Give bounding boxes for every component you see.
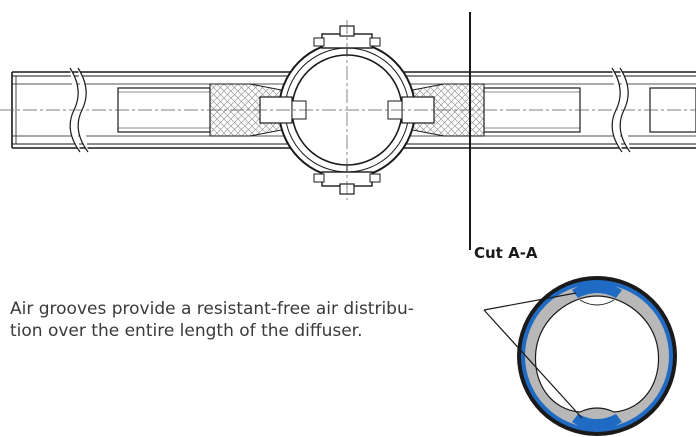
caption-line-1: Air grooves provide a resistant-free air… (10, 299, 414, 319)
air-groove-top (572, 282, 622, 298)
diagram-caption: Air grooves provide a resistant-free air… (10, 298, 490, 342)
air-groove-bottom (572, 414, 622, 430)
cross-section-view (517, 276, 677, 436)
caption-leader-lines (483, 292, 583, 419)
caption-line-2: tion over the entire length of the diffu… (10, 321, 363, 341)
center-lines (0, 20, 696, 200)
section-label: Cut A-A (474, 244, 538, 262)
